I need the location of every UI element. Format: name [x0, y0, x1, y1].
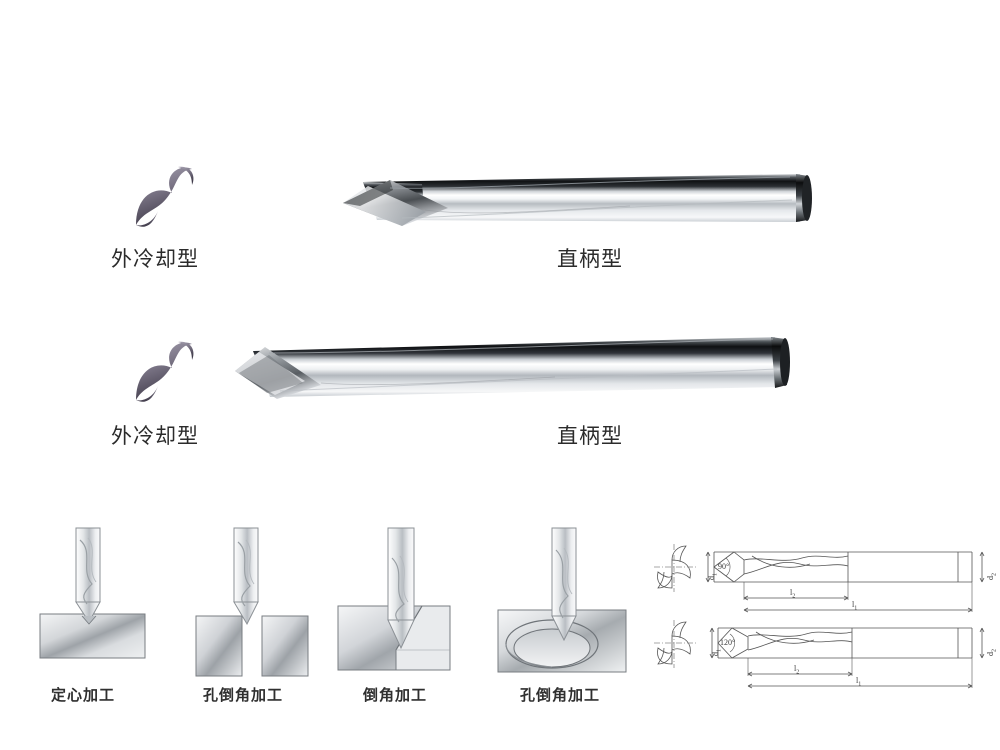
dim-d2-label-120: d2	[986, 649, 998, 656]
technical-drawing-90: d1 90° d2 l2 l1	[652, 538, 998, 616]
countersink-illustration	[490, 527, 650, 683]
external-coolant-s-icon	[122, 330, 206, 414]
coolant-type-label-2: 外冷却型	[111, 424, 199, 448]
hole-chamfer-illustration	[190, 527, 330, 683]
application-label-1: 定心加工	[50, 686, 115, 704]
dim-l1-label-120: l1	[856, 676, 862, 688]
technical-drawing-120: d1 120° d2 l2 l1	[652, 614, 998, 692]
drill-90-degree-image	[330, 160, 850, 240]
shank-type-label-2: 直柄型	[557, 424, 623, 448]
dim-d1-label-120: d1	[711, 649, 723, 656]
shank-type-label-1: 直柄型	[557, 247, 623, 271]
drill-120-degree-image	[225, 325, 825, 420]
spot-drilling-illustration	[30, 527, 170, 683]
angle-label-90: 90°	[718, 562, 730, 571]
two-flute-cross-section-icon	[657, 621, 691, 665]
external-coolant-s-icon	[122, 155, 206, 239]
dim-d1-label-90: d1	[707, 573, 719, 580]
dim-l2-label-120: l2	[794, 664, 800, 676]
edge-chamfer-illustration	[330, 527, 480, 683]
dim-d2-label-90: d2	[986, 573, 998, 580]
two-flute-cross-section-icon	[657, 545, 691, 589]
application-label-4: 孔倒角加工	[519, 686, 600, 704]
angle-label-120: 120°	[720, 638, 736, 647]
application-label-3: 倒角加工	[362, 686, 427, 704]
application-label-2: 孔倒角加工	[202, 686, 283, 704]
dim-l2-label-90: l2	[790, 588, 796, 600]
dim-l1-label-90: l1	[852, 600, 858, 612]
coolant-type-label-1: 外冷却型	[111, 247, 199, 271]
